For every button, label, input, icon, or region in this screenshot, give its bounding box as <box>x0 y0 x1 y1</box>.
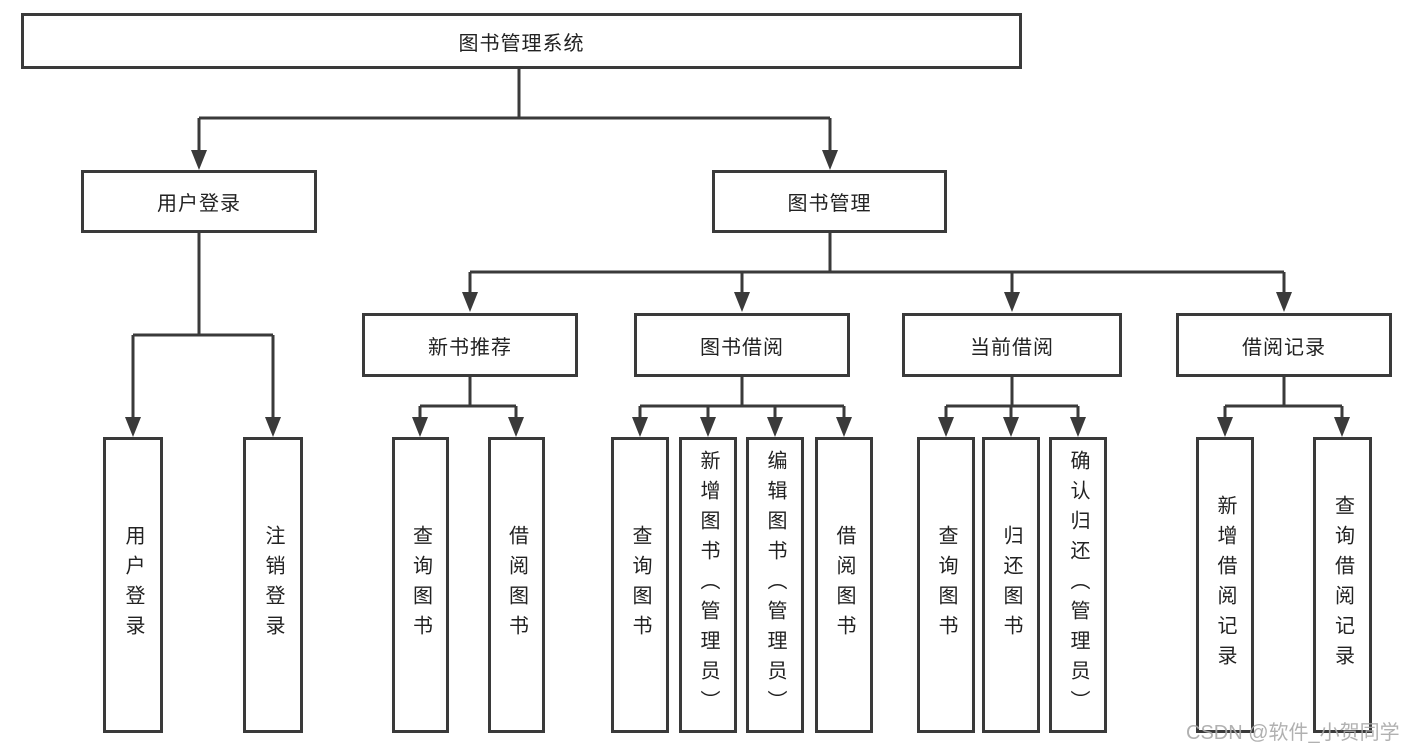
arrow-down-icon <box>836 417 852 437</box>
leaf-user-login: 用户登录 <box>103 437 163 733</box>
leaf-query-borrow-record: 查询借阅记录 <box>1313 437 1372 733</box>
leaf-label: 注销登录 <box>262 525 284 645</box>
arrow-down-icon <box>508 417 524 437</box>
leaf-label: 归还图书 <box>1000 525 1022 645</box>
leaf-label: 查询图书 <box>629 525 651 645</box>
node-current-borrow: 当前借阅 <box>902 313 1122 377</box>
arrow-down-icon <box>700 417 716 437</box>
leaf-borrow-book: 借阅图书 <box>815 437 873 733</box>
arrow-down-icon <box>1070 417 1086 437</box>
arrow-down-icon <box>1217 417 1233 437</box>
node-book-borrow: 图书借阅 <box>634 313 850 377</box>
arrow-down-icon <box>412 417 428 437</box>
arrow-down-icon <box>191 150 207 170</box>
leaf-query-book: 查询图书 <box>917 437 975 733</box>
leaf-label: 编辑图书（管理员） <box>764 450 786 720</box>
node-borrow-record: 借阅记录 <box>1176 313 1392 377</box>
arrow-down-icon <box>1276 292 1292 312</box>
arrow-down-icon <box>1334 417 1350 437</box>
leaf-label: 查询借阅记录 <box>1331 495 1354 675</box>
arrow-down-icon <box>822 150 838 170</box>
arrow-down-icon <box>462 292 478 312</box>
arrow-down-icon <box>265 417 281 437</box>
leaf-label: 新增借阅记录 <box>1214 495 1236 675</box>
arrow-down-icon <box>632 417 648 437</box>
arrow-down-icon <box>734 292 750 312</box>
leaf-label: 确认归还（管理员） <box>1067 450 1089 720</box>
node-root-system: 图书管理系统 <box>21 13 1022 69</box>
csdn-watermark: CSDN @软件_小贺同学 <box>1186 722 1400 744</box>
leaf-label: 借阅图书 <box>833 525 855 645</box>
arrow-down-icon <box>125 417 141 437</box>
arrow-down-icon <box>1004 292 1020 312</box>
leaf-add-book-admin: 新增图书（管理员） <box>679 437 737 733</box>
leaf-confirm-return-admin: 确认归还（管理员） <box>1049 437 1107 733</box>
arrow-head-icons <box>125 150 1350 437</box>
leaf-label: 新增图书（管理员） <box>697 450 719 720</box>
leaf-query-book: 查询图书 <box>392 437 449 733</box>
leaf-logout: 注销登录 <box>243 437 303 733</box>
leaf-label: 借阅图书 <box>505 525 528 645</box>
leaf-add-borrow-record: 新增借阅记录 <box>1196 437 1254 733</box>
tree-edges <box>131 69 1344 418</box>
arrow-down-icon <box>938 417 954 437</box>
node-new-book-recommend: 新书推荐 <box>362 313 578 377</box>
leaf-return-book: 归还图书 <box>982 437 1040 733</box>
leaf-edit-book-admin: 编辑图书（管理员） <box>746 437 804 733</box>
leaf-label: 查询图书 <box>935 525 957 645</box>
arrow-down-icon <box>1003 417 1019 437</box>
leaf-label: 查询图书 <box>409 525 432 645</box>
node-book-management: 图书管理 <box>712 170 947 233</box>
leaf-label: 用户登录 <box>122 525 144 645</box>
node-user-login: 用户登录 <box>81 170 317 233</box>
arrow-down-icon <box>767 417 783 437</box>
leaf-query-book: 查询图书 <box>611 437 669 733</box>
leaf-borrow-book: 借阅图书 <box>488 437 545 733</box>
